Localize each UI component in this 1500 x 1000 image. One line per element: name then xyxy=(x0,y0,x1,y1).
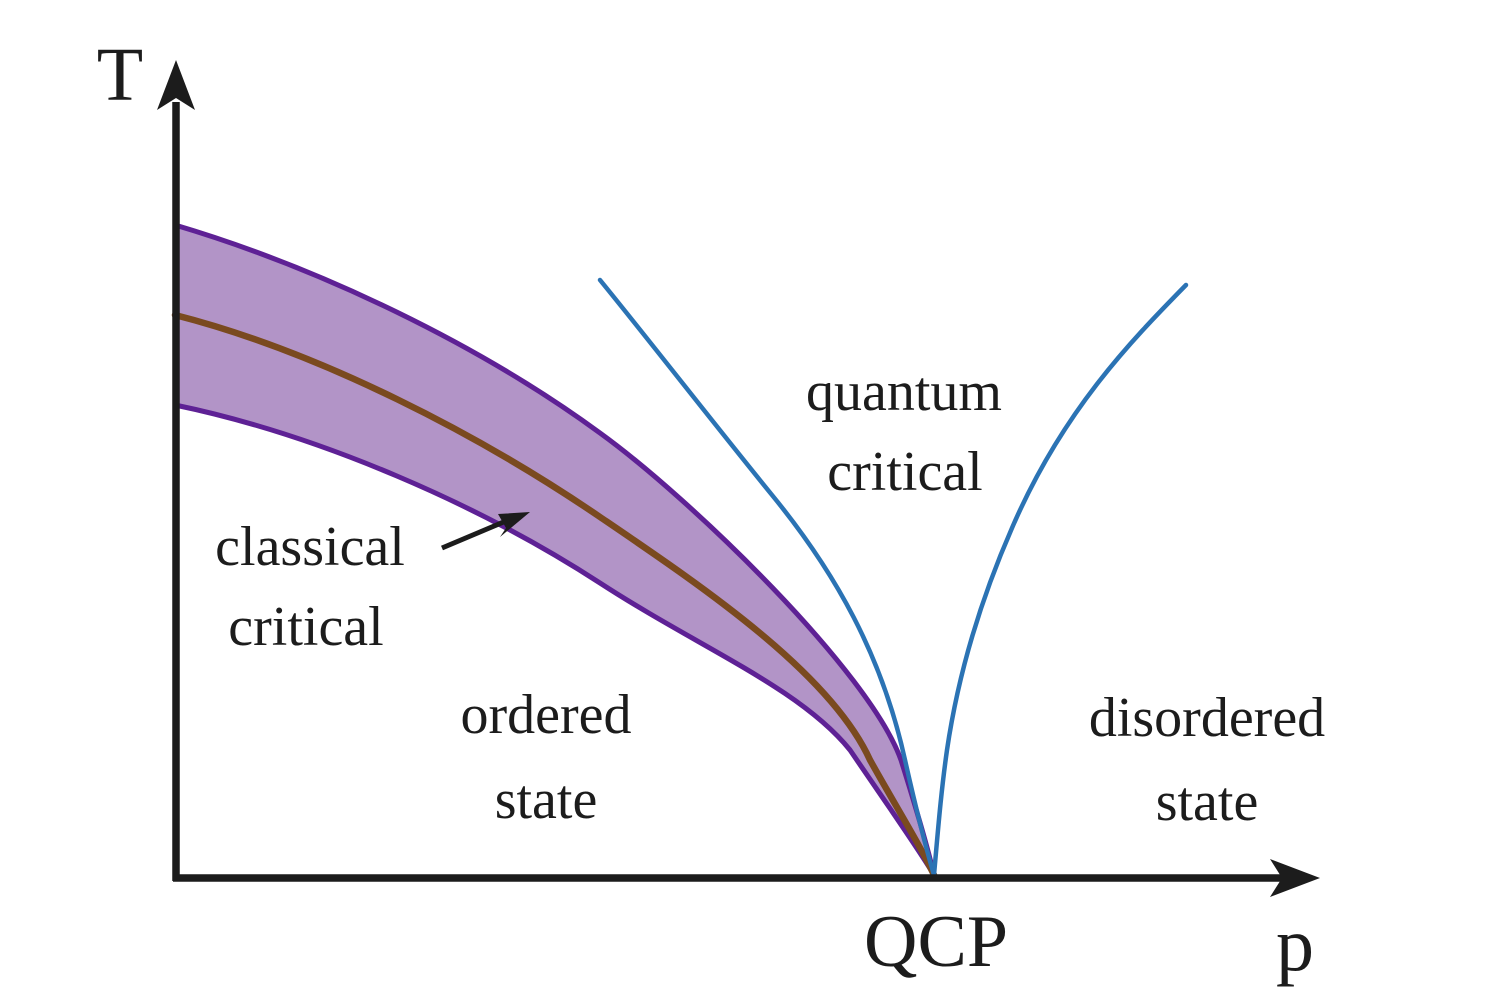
y-axis-label: T xyxy=(97,33,143,117)
band-lower-edge xyxy=(172,402,937,878)
disordered-state-label-line2: state xyxy=(1156,771,1259,833)
ordered-state-label-line2: state xyxy=(495,769,598,831)
y-axis-arrowhead xyxy=(157,60,195,110)
quantum-critical-label-line1: quantum xyxy=(806,361,1002,423)
x-axis-label: p xyxy=(1276,903,1314,987)
band-upper-edge xyxy=(172,222,937,878)
classical-critical-label-line2: critical xyxy=(228,596,383,658)
qcp-label: QCP xyxy=(864,901,1008,983)
classical-critical-label-line1: classical xyxy=(215,516,405,578)
disordered-state-label-line1: disordered xyxy=(1089,687,1325,749)
annotation-arrow xyxy=(441,518,507,551)
phase-transition-line xyxy=(171,311,938,879)
crossover-line-left xyxy=(597,277,937,878)
ordered-state-label-line1: ordered xyxy=(460,684,631,746)
quantum-critical-label-line2: critical xyxy=(827,441,982,503)
crossover-line-right xyxy=(931,282,1189,878)
classical-critical-band xyxy=(175,225,934,875)
x-axis-arrowhead xyxy=(1270,859,1320,897)
annotation-arrowhead xyxy=(498,512,530,537)
